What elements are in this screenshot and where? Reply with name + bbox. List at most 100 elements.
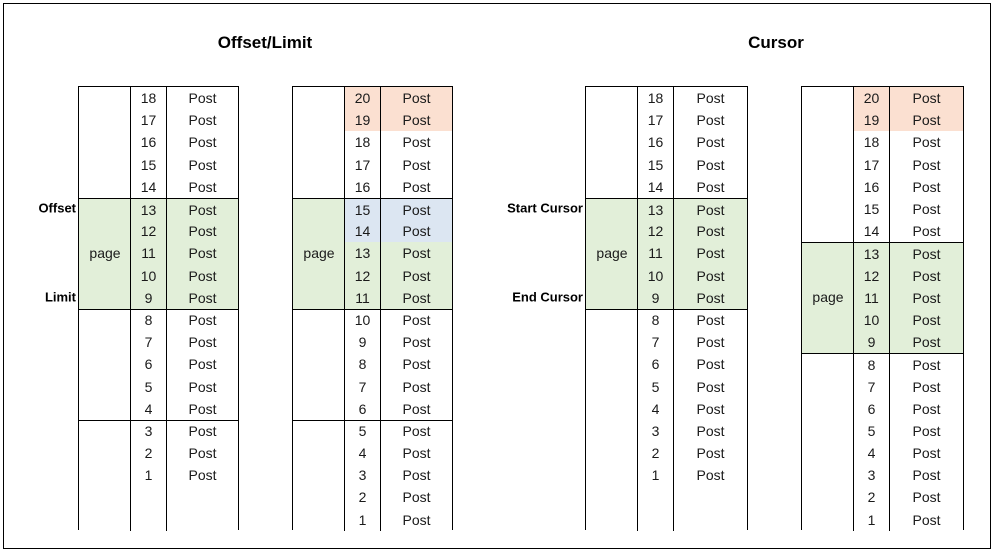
- post-label-cell: [674, 486, 747, 509]
- post-label-cell: Post: [890, 354, 963, 376]
- post-id-cell: 11: [638, 242, 674, 265]
- page-band-cell: [802, 87, 854, 110]
- post-label-cell: Post: [674, 131, 747, 154]
- post-label-cell: Post: [167, 353, 238, 376]
- post-label-cell: Post: [890, 375, 963, 398]
- post-id-cell: 13: [854, 243, 890, 265]
- post-id-cell: 8: [131, 309, 167, 332]
- post-id-cell: 10: [131, 264, 167, 287]
- page-band-cell: [802, 175, 854, 198]
- post-id-cell: 6: [638, 353, 674, 376]
- post-id-cell: 15: [345, 198, 381, 221]
- post-label-cell: Post: [674, 353, 747, 376]
- page-band-cell: [293, 309, 345, 332]
- post-id-cell: 18: [131, 87, 167, 110]
- page-band-cell: [79, 153, 131, 176]
- post-id-cell: 9: [131, 286, 167, 309]
- table-row: [79, 486, 238, 509]
- post-id-cell: 1: [854, 508, 890, 531]
- post-id-cell: 14: [854, 220, 890, 243]
- post-id-cell: 15: [131, 153, 167, 176]
- post-label-cell: Post: [674, 242, 747, 265]
- page-band-cell: [293, 131, 345, 154]
- post-id-cell: 10: [638, 264, 674, 287]
- post-label-cell: Post: [381, 153, 452, 176]
- page-band-cell: [79, 486, 131, 509]
- post-label-cell: Post: [381, 175, 452, 198]
- post-id-cell: 7: [638, 331, 674, 354]
- post-label-cell: Post: [890, 197, 963, 221]
- page-band-cell: [79, 309, 131, 332]
- post-id-cell: [638, 486, 674, 509]
- post-label-cell: Post: [381, 264, 452, 287]
- page-band-cell: [586, 153, 638, 176]
- post-label-cell: Post: [890, 220, 963, 243]
- post-id-cell: 4: [854, 442, 890, 465]
- post-id-cell: 7: [345, 375, 381, 398]
- post-label-cell: Post: [381, 353, 452, 376]
- post-id-cell: 3: [345, 464, 381, 487]
- page-band-cell: [293, 153, 345, 176]
- page-band-cell: [802, 331, 854, 354]
- post-label-cell: Post: [674, 464, 747, 487]
- section-title-offset-limit: Offset/Limit: [217, 33, 313, 52]
- page-band-cell: [79, 109, 131, 132]
- post-label-cell: Post: [167, 242, 238, 265]
- post-label-cell: Post: [167, 131, 238, 154]
- post-label-cell: Post: [890, 419, 963, 442]
- page-band-cell: [293, 353, 345, 376]
- post-id-cell: 17: [638, 109, 674, 132]
- page-band-cell: [802, 464, 854, 487]
- post-id-cell: 14: [345, 220, 381, 243]
- post-label-cell: Post: [381, 508, 452, 531]
- page-band-cell: [79, 198, 131, 221]
- post-id-cell: 11: [131, 242, 167, 265]
- post-label-cell: Post: [167, 198, 238, 221]
- page-band-cell: [586, 286, 638, 309]
- post-label-cell: Post: [381, 397, 452, 420]
- post-id-cell: 14: [131, 175, 167, 198]
- post-id-cell: 16: [854, 175, 890, 198]
- post-label-cell: Post: [381, 286, 452, 309]
- post-id-cell: 6: [345, 397, 381, 420]
- page-band-cell: [293, 442, 345, 465]
- post-id-cell: 12: [131, 220, 167, 243]
- post-id-cell: 4: [131, 397, 167, 420]
- post-label-cell: Post: [674, 419, 747, 442]
- post-id-cell: 15: [854, 197, 890, 221]
- post-id-cell: 13: [638, 198, 674, 221]
- post-label-cell: Post: [167, 375, 238, 398]
- section-title-cursor: Cursor: [748, 33, 804, 52]
- post-id-cell: 8: [854, 354, 890, 376]
- post-id-cell: 1: [638, 464, 674, 487]
- page-band-cell: [293, 242, 345, 265]
- post-id-cell: 12: [345, 264, 381, 287]
- page-band-cell: [586, 175, 638, 198]
- page-band-cell: [79, 420, 131, 442]
- page-band-cell: [802, 486, 854, 509]
- page-band-cell: [802, 197, 854, 221]
- post-label-cell: Post: [167, 264, 238, 287]
- page-band-cell: [802, 508, 854, 531]
- page-band-cell: [586, 442, 638, 465]
